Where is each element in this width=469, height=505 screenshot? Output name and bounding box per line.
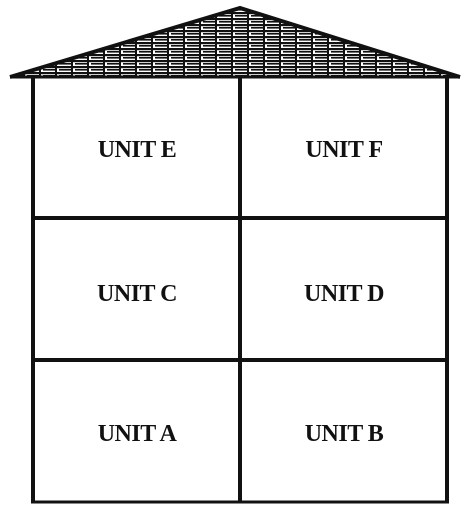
building-frame	[31, 76, 449, 503]
roof	[10, 8, 460, 77]
unit-a-label: UNIT A	[98, 421, 178, 447]
unit-d-label: UNIT D	[304, 281, 384, 307]
unit-b-label: UNIT B	[305, 421, 384, 447]
roof-shingles	[12, 9, 458, 76]
unit-e-label: UNIT E	[98, 137, 177, 163]
unit-f-label: UNIT F	[305, 137, 382, 163]
unit-c-label: UNIT C	[97, 281, 177, 307]
